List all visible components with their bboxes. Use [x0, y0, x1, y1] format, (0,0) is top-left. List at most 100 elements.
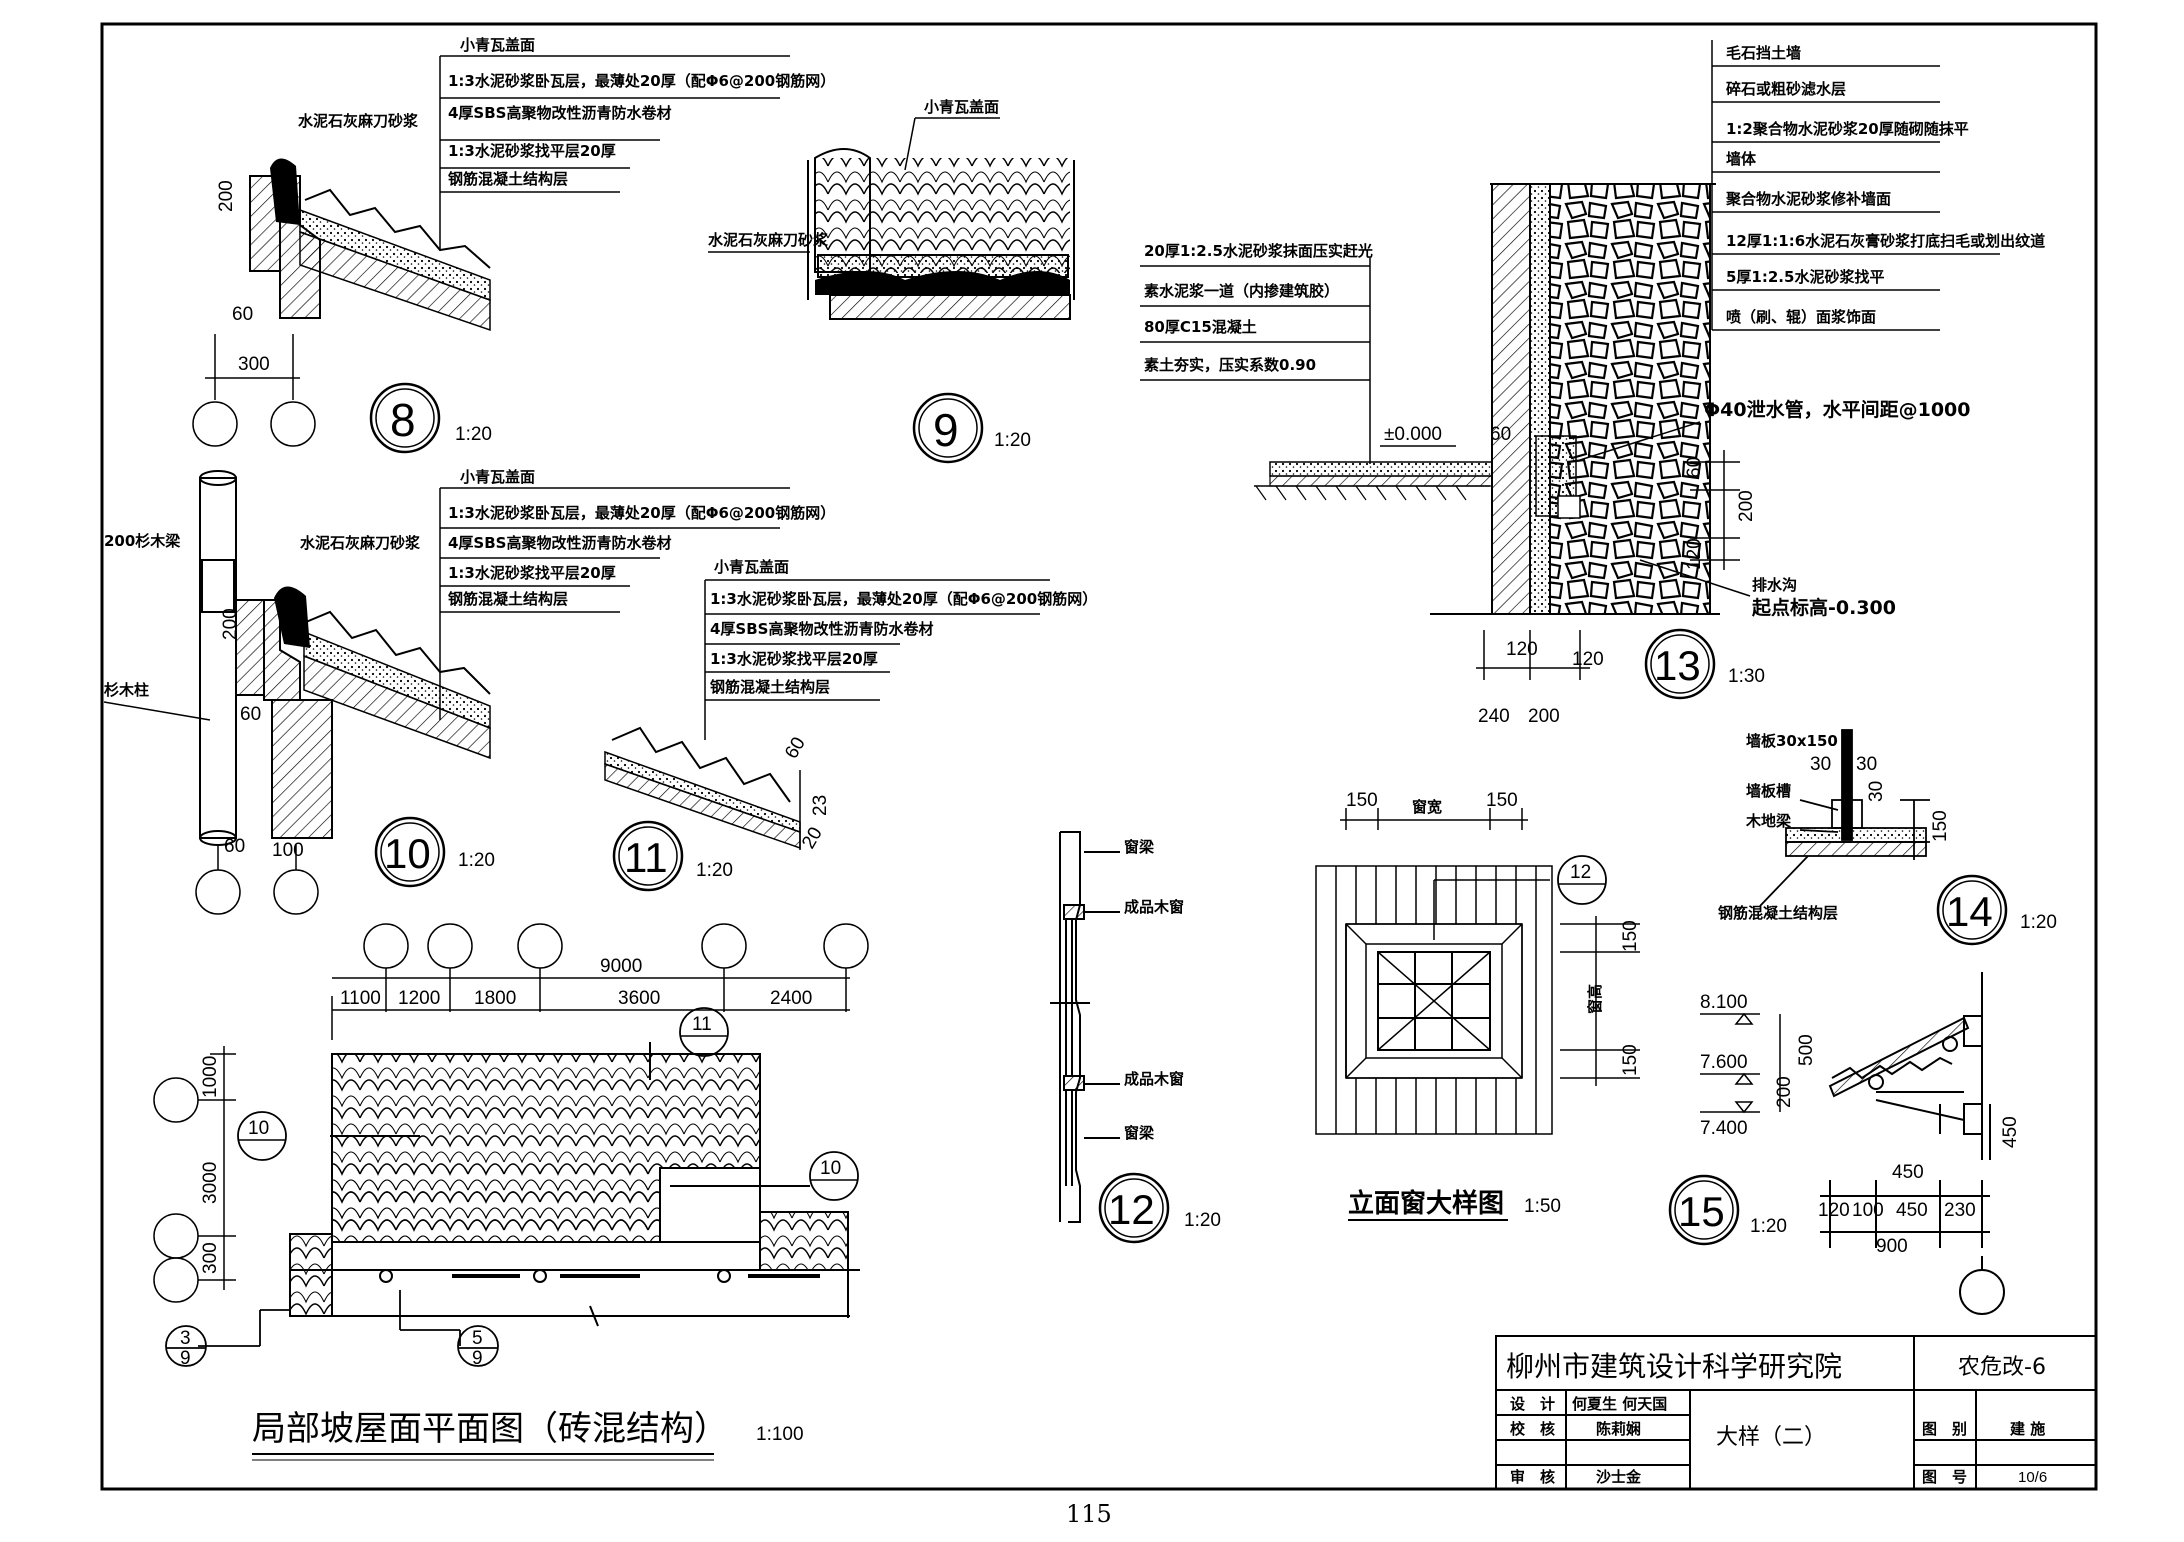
d13-wall-layer-0: 毛石挡土墙: [1726, 44, 1801, 62]
d13-dim-120c: 120: [1572, 649, 1604, 670]
sheet-frame: [100, 22, 2098, 1491]
detail-10: 小青瓦盖面 1:3水泥砂浆卧瓦层，最薄处20厚（配Φ6@200钢筋网） 4厚SB…: [103, 468, 835, 915]
tb-number-value: 10/6: [2018, 1469, 2047, 1486]
d13-floor-layer-3: 素土夯实，压实系数0.90: [1144, 356, 1316, 374]
detail-11: 小青瓦盖面 1:3水泥砂浆卧瓦层，最薄处20厚（配Φ6@200钢筋网） 4厚SB…: [604, 558, 1097, 892]
d13-dim-120b: 120: [1506, 639, 1538, 660]
d14-dim-30a: 30: [1810, 754, 1831, 775]
d10-layer-0: 小青瓦盖面: [460, 468, 535, 486]
tb-person-2: 沙士金: [1596, 1468, 1642, 1486]
d14-scale: 1:20: [2020, 912, 2057, 933]
window-ref-circle: [1557, 855, 1607, 905]
d13-floor-layer-2: 80厚C15混凝土: [1144, 318, 1257, 336]
d10-column-label: 杉木柱: [104, 681, 149, 699]
plan-span-4: 2400: [770, 988, 812, 1009]
tb-role-0: 设 计: [1510, 1395, 1555, 1413]
d13-dim-200b: 200: [1528, 706, 1560, 727]
d11-dim-60: 60: [781, 734, 810, 763]
d13-dim-120a: 120: [1684, 538, 1705, 570]
plan-ref-10a-circle: [237, 1111, 287, 1161]
page-number: 115: [1066, 1500, 1112, 1528]
d13-dim-60b: 60: [1684, 457, 1705, 478]
d13-dim-200: 200: [1736, 490, 1757, 522]
d14-dim-30c: 30: [1866, 781, 1887, 802]
d15-dim-450v: 450: [2000, 1116, 2021, 1148]
d10-layer-4: 钢筋混凝土结构层: [448, 590, 568, 608]
detail-15: 8.100 7.600 7.400 500 200: [1668, 972, 2021, 1315]
d13-floor-layer-1: 素水泥浆一道（内掺建筑胶）: [1144, 282, 1339, 300]
d8-dim-300: 300: [238, 354, 270, 375]
d13-elevation: ±0.000: [1384, 424, 1442, 445]
d10-dim-200: 200: [220, 608, 241, 640]
window-detail: 150 窗宽 150 150 窗高 150 12 立面窗大样图 1:50: [1315, 790, 1641, 1221]
d10-layer-2: 4厚SBS高聚物改性沥青防水卷材: [448, 534, 671, 552]
d11-marker-circle: [612, 820, 684, 892]
plan-section-b-top: 5: [472, 1328, 483, 1349]
plan-span-2: 1800: [474, 988, 516, 1009]
plan-title: 局部坡屋面平面图（砖混结构）: [252, 1409, 728, 1449]
tb-category-label: 图 别: [1922, 1420, 1967, 1438]
tb-person-0: 何夏生 何天国: [1572, 1395, 1667, 1413]
d10-layer-3: 1:3水泥砂浆找平层20厚: [448, 564, 616, 582]
d15-dim-500: 500: [1796, 1034, 1817, 1066]
d13-wall-layer-3: 墙体: [1726, 150, 1757, 168]
d10-dim-60b: 60: [224, 836, 245, 857]
plan-span-3: 3600: [618, 988, 660, 1009]
window-ref-id: 12: [1570, 862, 1591, 883]
d13-wall-layer-5: 12厚1:1:6水泥石灰膏砂浆打底扫毛或划出纹道: [1726, 232, 2045, 250]
window-height-label: 窗高: [1586, 984, 1604, 1014]
plan-ref-11: 11: [692, 1014, 712, 1035]
tb-person-1: 陈莉娴: [1596, 1420, 1641, 1438]
plan-annex: [759, 1211, 849, 1271]
detail-12: 窗梁 成品木窗 成品木窗 窗梁 12 1:20: [1050, 831, 1221, 1244]
d15-elev-2: 7.400: [1700, 1118, 1748, 1139]
plan-ref-10a: 10: [248, 1118, 269, 1139]
plan-section-a-top: 3: [180, 1328, 191, 1349]
d15-scale: 1:20: [1750, 1216, 1787, 1237]
d11-dim-20: 20: [798, 824, 827, 853]
d15-marker-id: 15: [1678, 1188, 1725, 1235]
detail-8-callouts: [439, 55, 790, 250]
detail-9: 小青瓦盖面 水泥石灰麻刀砂浆 9 1:20: [708, 98, 1075, 464]
d15-dim-100: 100: [1852, 1200, 1884, 1221]
d10-section: [199, 470, 491, 846]
d14-marker-id: 14: [1946, 888, 1993, 935]
d13-wall-layer-6: 5厚1:2.5水泥砂浆找平: [1726, 268, 1884, 286]
detail-8: 小青瓦盖面 1:3水泥砂浆卧瓦层，最薄处20厚（配Φ6@200钢筋网） 4厚SB…: [192, 36, 835, 454]
d8-marker-circle: [369, 382, 441, 454]
d10-marker-circle-inner: [380, 822, 440, 882]
d11-dim-23: 23: [810, 795, 831, 816]
d13-wall-layer-1: 碎石或粗砂滤水层: [1726, 80, 1846, 98]
d13-drain-pipe: Φ40泄水管，水平间距@1000: [1704, 398, 1970, 421]
d15-dim-450b: 450: [1896, 1200, 1928, 1221]
d13-dim-60a: 60: [1490, 424, 1511, 445]
tb-role-2: 审 核: [1510, 1468, 1555, 1486]
d15-dim-120: 120: [1818, 1200, 1850, 1221]
d12-scale: 1:20: [1184, 1210, 1221, 1231]
window-width-label: 窗宽: [1412, 798, 1442, 816]
d12-section: [1050, 831, 1120, 1223]
d15-marker-circle: [1668, 1174, 1740, 1246]
tb-role-1: 校 核: [1510, 1420, 1555, 1438]
d13-ditch-1: 起点标高-0.300: [1751, 596, 1896, 619]
d13-scale: 1:30: [1728, 666, 1765, 687]
tb-drawing-name: 大样（二）: [1716, 1425, 1826, 1450]
d10-marker-id: 10: [384, 830, 431, 877]
plan-ref-10b-circle: [809, 1151, 859, 1201]
roof-plan: 9000 1100 1200 1800 3600 2400 1000 3000 …: [153, 923, 869, 1461]
d8-marker-id: 8: [390, 394, 416, 446]
d11-marker-circle-inner: [618, 826, 678, 886]
d13-marker-circle: [1644, 628, 1716, 700]
d15-dim-200: 200: [1774, 1076, 1795, 1108]
d10-layer-1: 1:3水泥砂浆卧瓦层，最薄处20厚（配Φ6@200钢筋网）: [448, 504, 835, 522]
d9-mortar-label: 水泥石灰麻刀砂浆: [708, 231, 829, 249]
d12-label-1: 成品木窗: [1124, 898, 1184, 916]
plan-scale: 1:100: [756, 1424, 804, 1445]
d14-dim-150: 150: [1930, 810, 1951, 842]
d12-marker-circle: [1098, 1172, 1170, 1244]
d14-label-1: 墙板槽: [1746, 782, 1791, 800]
window-dim-150d: 150: [1620, 1044, 1641, 1076]
plan-entry: [289, 1233, 333, 1317]
d8-dim-200: 200: [216, 180, 237, 212]
d15-elev-0: 8.100: [1700, 992, 1748, 1013]
